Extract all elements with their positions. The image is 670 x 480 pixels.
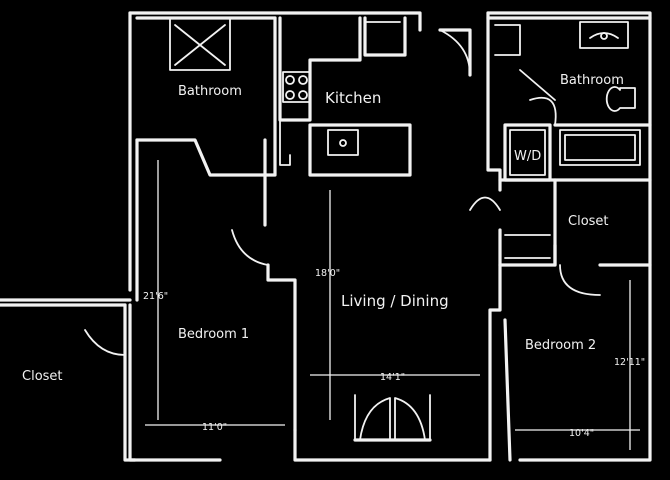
interior-walls [84, 11, 652, 462]
dimension-living-width: 14'1" [380, 372, 405, 383]
room-label-bedroom-1: Bedroom 1 [178, 327, 249, 342]
room-labels: Bathroom Kitchen Bathroom W/D Closet Liv… [22, 73, 624, 384]
dimension-labels: 21'6" 11'0" 18'0" 14'1" 12'11" 10'4" [143, 268, 645, 439]
dimension-lines [145, 160, 640, 450]
room-label-wd: W/D [514, 149, 541, 164]
room-label-bedroom-2: Bedroom 2 [525, 338, 596, 353]
dimension-living-height: 18'0" [315, 268, 340, 279]
dimension-bedroom2-height: 12'11" [614, 357, 645, 368]
dimension-bedroom1-height: 21'6" [143, 291, 168, 302]
room-label-bathroom-left: Bathroom [178, 84, 242, 99]
dimension-bedroom2-width: 10'4" [569, 428, 594, 439]
room-label-bathroom-right: Bathroom [560, 73, 624, 88]
room-label-closet-right: Closet [568, 214, 609, 229]
room-label-closet-left: Closet [22, 369, 63, 384]
room-label-living-dining: Living / Dining [341, 292, 449, 310]
exterior-walls [0, 11, 652, 462]
room-label-kitchen: Kitchen [325, 89, 381, 107]
dimension-bedroom1-width: 11'0" [202, 422, 227, 433]
